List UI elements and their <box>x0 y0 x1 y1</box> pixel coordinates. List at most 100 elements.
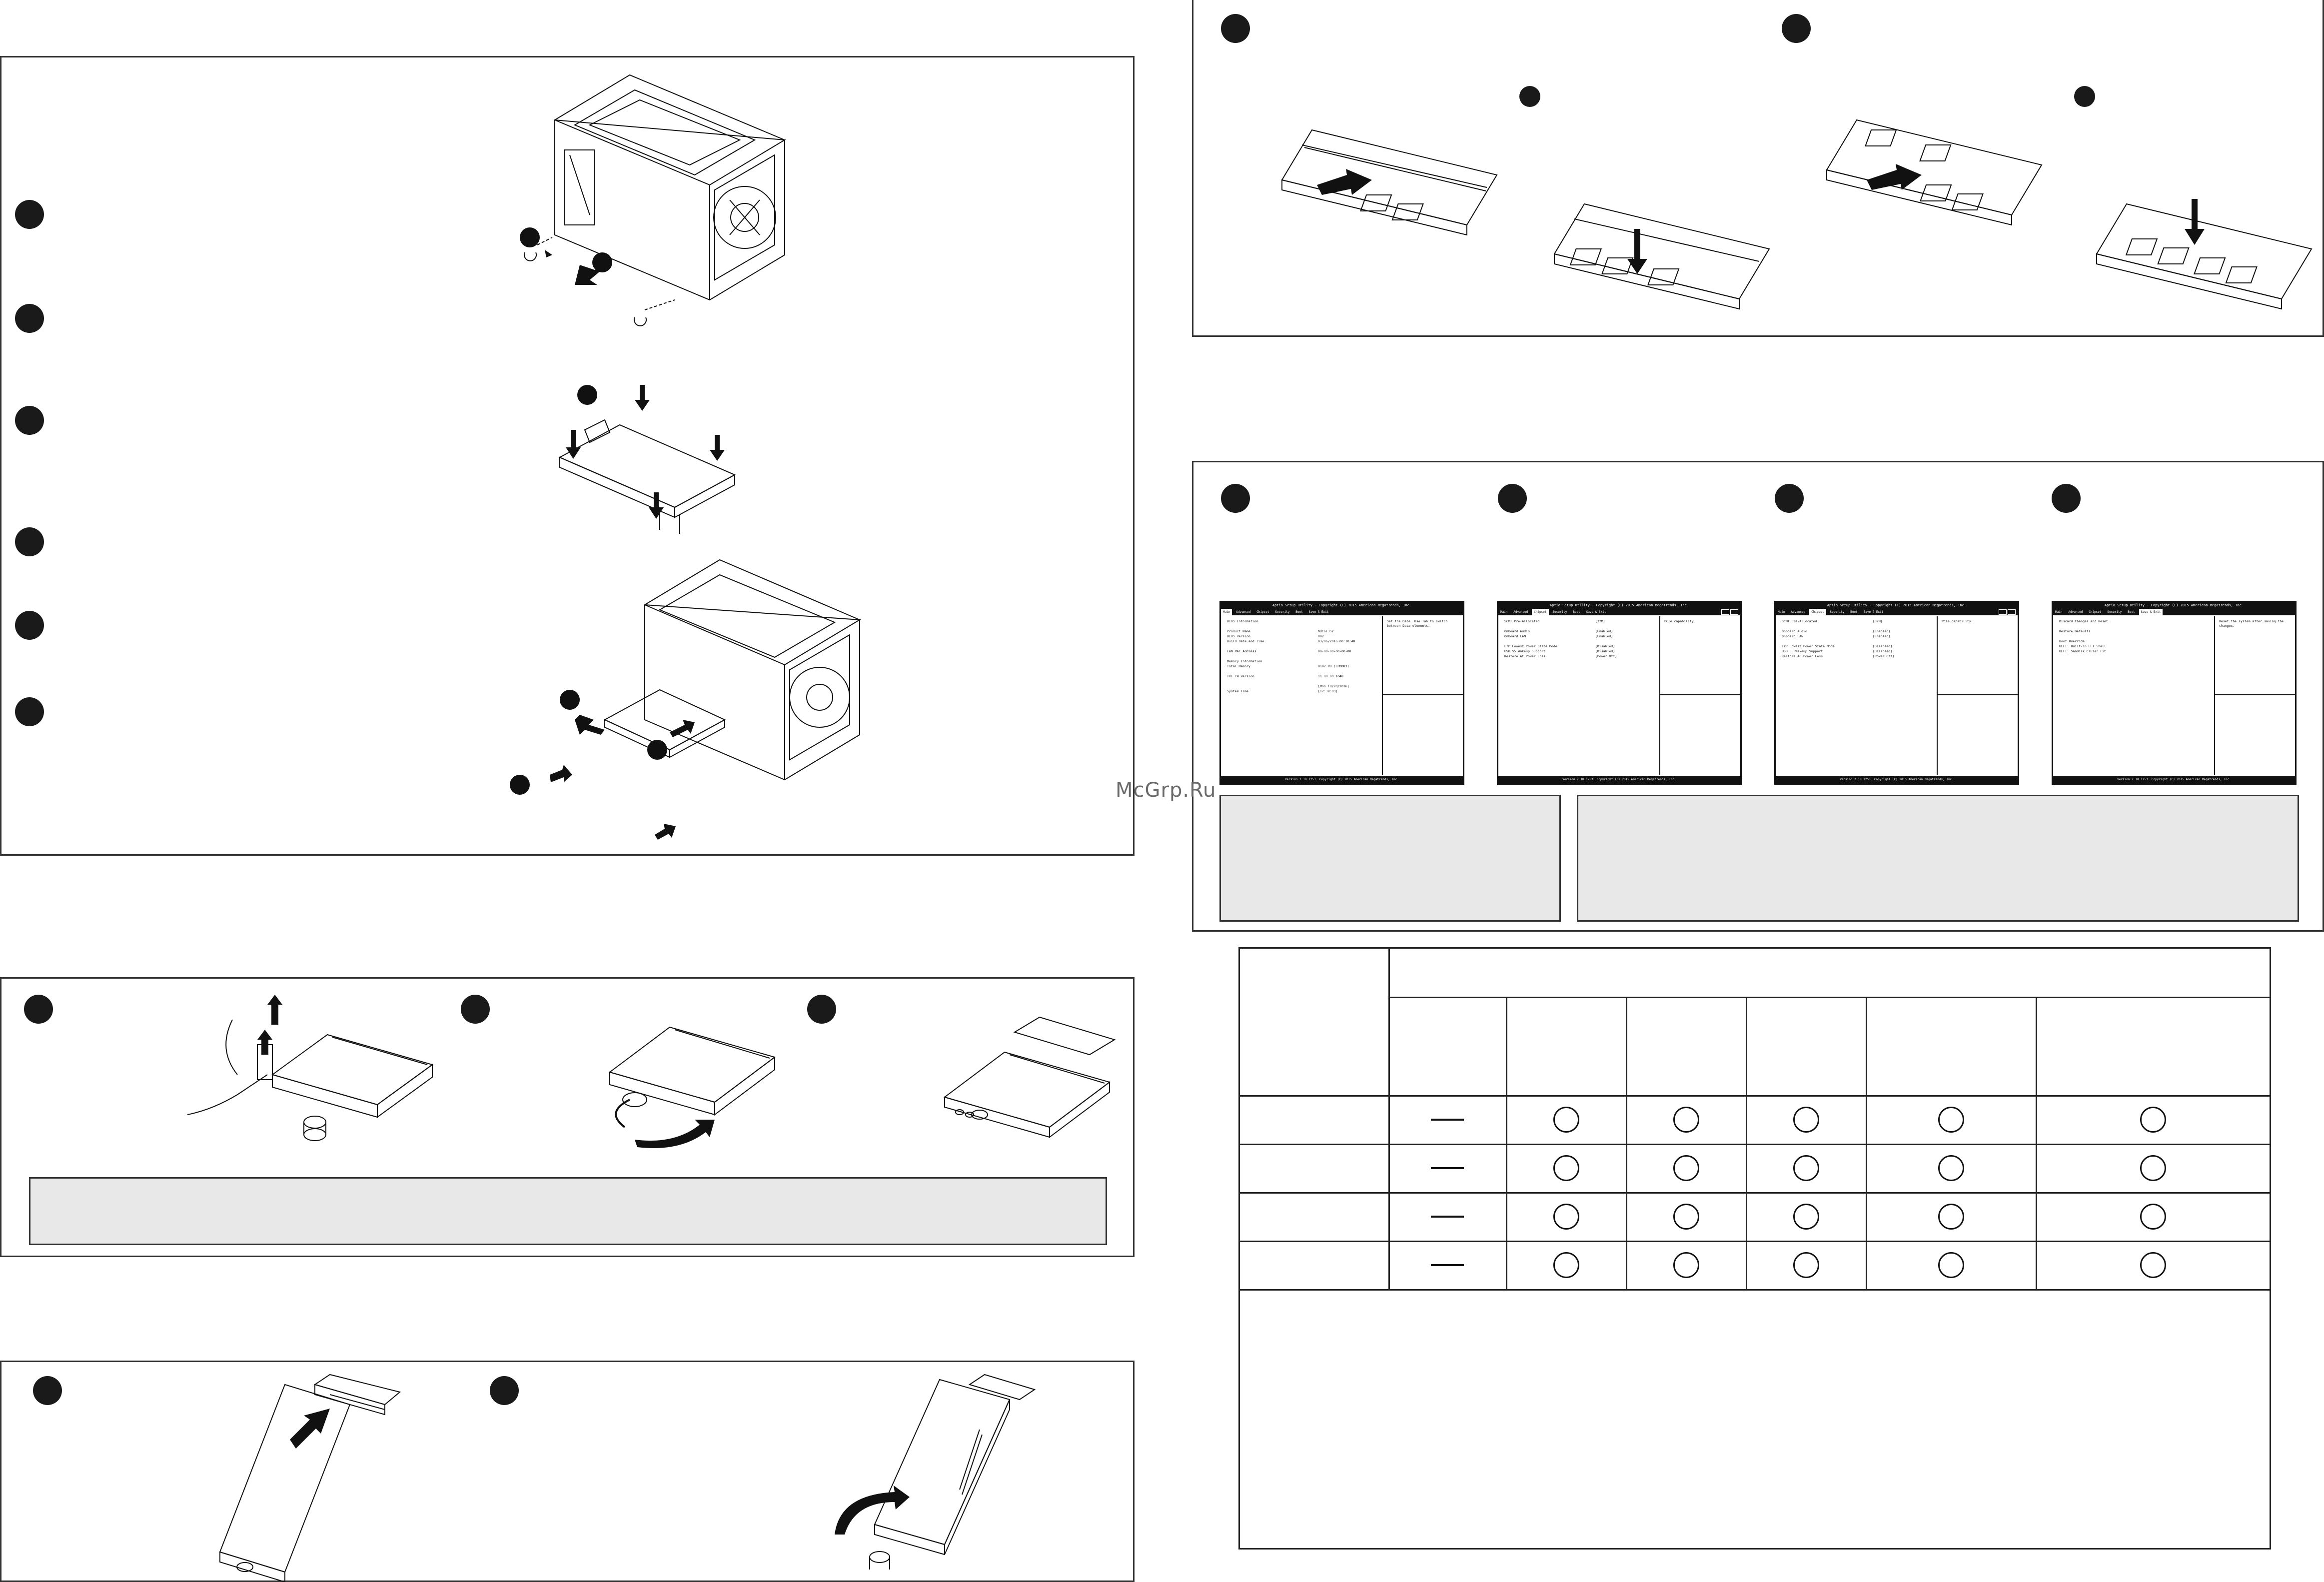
bios-row <box>1778 624 1936 629</box>
bios-row: Onboard Audio[Enabled] <box>1778 629 1936 634</box>
bios-row-value[interactable]: [Enabled] <box>1595 634 1613 638</box>
table-rule <box>1866 997 1867 1289</box>
bios-tab-main[interactable]: Main <box>1778 610 1785 614</box>
bios-tab-boot[interactable]: Boot <box>1295 610 1303 614</box>
bios-row-value: [Mon 10/20/2016] <box>1318 684 1349 688</box>
bios-row-value[interactable]: [Disabled] <box>1873 649 1893 653</box>
bios-row-label: Product Name <box>1227 629 1250 633</box>
bios-tab-advanced[interactable]: Advanced <box>1513 610 1528 614</box>
bios-row <box>1778 639 1936 644</box>
table-rule <box>1240 1241 2270 1242</box>
bios-help-text: Set the Date. Use Tab to switch between … <box>1383 616 1463 695</box>
bios-row-value[interactable]: [Disabled] <box>1873 644 1893 648</box>
table-rule <box>1746 997 1747 1289</box>
bios-row: SCMT Pre-Allocated [32M] <box>1500 619 1658 624</box>
bios-row-value[interactable]: [Disabled] <box>1595 649 1615 653</box>
bios-tab-boot[interactable]: Boot <box>1573 610 1580 614</box>
bios-row-label: SCMT Pre-Allocated <box>1504 619 1540 623</box>
bios-tab-save-exit[interactable]: Save & Exit <box>1586 610 1606 614</box>
bios-row-value[interactable]: [Disabled] <box>1595 644 1615 648</box>
step-marker <box>461 995 490 1024</box>
bios-screen-save-exit: Aptio Setup Utility - Copyright (C) 2015… <box>2052 601 2297 785</box>
step-marker <box>33 1376 62 1405</box>
bios-tab-save-exit[interactable]: Save & Exit <box>2139 609 2163 615</box>
table-rule <box>1388 997 2270 998</box>
bios-row-value[interactable]: [32M] <box>1595 619 1605 623</box>
bios-settings-list: SCMT Pre-Allocated [32M] Onboard Audio[En… <box>1500 619 1658 775</box>
bios-tab-security[interactable]: Security <box>1275 610 1290 614</box>
supported-mark <box>1938 1204 1964 1230</box>
bios-row-value[interactable]: [32M] <box>1873 619 1883 623</box>
bios-row[interactable]: UEFI: SanDisk Cruzer Fit <box>2055 649 2213 654</box>
bios-row-label: Onboard LAN <box>1782 634 1804 638</box>
bios-tab-chipset[interactable]: Chipset <box>1256 610 1269 614</box>
step-marker <box>807 995 836 1024</box>
table-rule <box>1240 1144 2270 1145</box>
bios-row-value[interactable]: [Enabled] <box>1595 629 1613 633</box>
supported-mark <box>1673 1107 1699 1133</box>
supported-mark <box>1673 1252 1699 1278</box>
bios-tab-main[interactable]: Main <box>2055 610 2063 614</box>
bios-tab-chipset[interactable]: Chipset <box>1809 609 1826 615</box>
bios-row-value[interactable]: [Power Off] <box>1595 654 1617 658</box>
bios-row-value[interactable]: [Enabled] <box>1873 634 1891 638</box>
bios-row-value: [12:39:03] <box>1318 689 1338 693</box>
step-marker <box>24 995 53 1024</box>
bios-row-label: SCMT Pre-Allocated <box>1782 619 1817 623</box>
supported-mark <box>1673 1155 1699 1181</box>
bios-row-label: System Time <box>1227 689 1249 693</box>
bios-note-box <box>1577 795 2299 922</box>
bios-tab-security[interactable]: Security <box>1830 610 1845 614</box>
bios-tab-advanced[interactable]: Advanced <box>2068 610 2083 614</box>
bios-tab-main[interactable]: Main <box>1221 609 1232 615</box>
bios-row: Onboard LAN [Enabled] <box>1778 634 1936 639</box>
not-supported-mark <box>1431 1167 1464 1169</box>
supported-mark <box>1938 1252 1964 1278</box>
m2-ssd-insert-illustration <box>210 1370 405 1580</box>
bios-row <box>2055 624 2213 629</box>
bios-row-label: Restore Defaults <box>2059 629 2091 633</box>
bios-row-label: TXE FW Version <box>1227 674 1254 678</box>
bios-tab-boot[interactable]: Boot <box>2128 610 2135 614</box>
bios-note-box <box>1219 795 1561 922</box>
bios-help-text: PCIe capability. <box>1938 616 2018 695</box>
bios-row <box>2055 634 2213 639</box>
bios-tab-save-exit[interactable]: Save & Exit <box>1308 610 1329 614</box>
table-rule <box>1626 997 1627 1289</box>
bios-row: BIOS Information <box>1223 619 1381 624</box>
bios-row[interactable]: Restore Defaults <box>2055 629 2213 634</box>
bios-row-value[interactable]: [Power Off] <box>1873 654 1895 658</box>
bios-footer: Version 2.18.1253. Copyright (C) 2015 Am… <box>2053 776 2295 783</box>
bios-toolbar-icons <box>1998 609 2016 615</box>
step-marker <box>1221 484 1250 513</box>
bios-tab-save-exit[interactable]: Save & Exit <box>1863 610 1884 614</box>
bios-row[interactable]: UEFI: Built-in EFI Shell <box>2055 644 2213 649</box>
bios-row-value[interactable]: [Enabled] <box>1873 629 1891 633</box>
bios-tab-advanced[interactable]: Advanced <box>1236 610 1251 614</box>
step-marker <box>15 697 44 726</box>
bios-row <box>1223 654 1381 659</box>
bios-tab-chipset[interactable]: Chipset <box>1532 609 1549 615</box>
step-marker <box>1519 86 1540 107</box>
bios-row-label: ErP Lowest Power State Mode <box>1504 644 1557 648</box>
bios-row: [Mon 10/20/2016] <box>1223 684 1381 689</box>
supported-mark <box>1793 1155 1819 1181</box>
bios-row: ErP Lowest Power State Mode [Disabled] <box>1500 644 1658 649</box>
bios-row[interactable]: Discard Changes and Reset <box>2055 619 2213 624</box>
step-marker <box>490 1376 519 1405</box>
bios-tab-security[interactable]: Security <box>2107 610 2122 614</box>
bios-tab-main[interactable]: Main <box>1500 610 1508 614</box>
supported-mark <box>2140 1252 2166 1278</box>
step-marker <box>15 406 44 435</box>
bios-row: Onboard Audio[Enabled] <box>1500 629 1658 634</box>
bios-tab-chipset[interactable]: Chipset <box>2089 610 2102 614</box>
bios-tab-security[interactable]: Security <box>1552 610 1567 614</box>
bios-screen-chipset: Aptio Setup Utility - Copyright (C) 2015… <box>1774 601 2019 785</box>
bios-row <box>1500 624 1658 629</box>
bios-tab-advanced[interactable]: Advanced <box>1791 610 1806 614</box>
bios-row: Restore AC Power Loss[Power Off] <box>1778 654 1936 659</box>
bios-tab-boot[interactable]: Boot <box>1850 610 1858 614</box>
window-icon <box>2008 609 2016 615</box>
bios-title: Aptio Setup Utility - Copyright (C) 2015… <box>1221 602 1463 609</box>
